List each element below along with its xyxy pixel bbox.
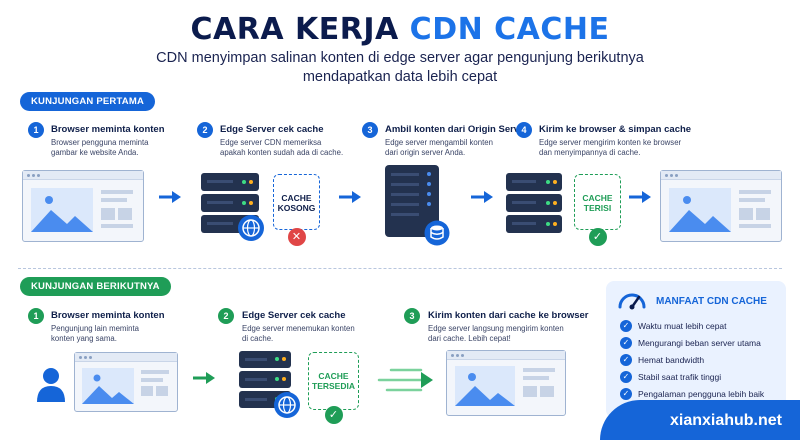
benefit-item: Hemat bandwidth	[638, 355, 705, 365]
browser-window-icon	[446, 350, 566, 416]
image-placeholder-icon	[82, 368, 169, 404]
step-desc: Edge server mengirim konten ke browser d…	[539, 138, 682, 157]
step-number: 1	[28, 308, 44, 324]
footer-site-link[interactable]: xianxiahub.net	[669, 412, 782, 429]
check-icon: ✓	[620, 320, 632, 332]
step-title: Kirim konten dari cache ke browser	[428, 310, 589, 321]
x-icon: ✕	[287, 228, 306, 246]
step-number: 2	[218, 308, 234, 324]
globe-icon	[238, 215, 264, 241]
benefits-panel	[606, 281, 786, 418]
cache-status-badge-available: CACHE TERSEDIA ✓	[308, 352, 359, 424]
badge-text: CACHE TERSEDIA	[312, 371, 355, 391]
image-placeholder-icon	[31, 188, 133, 232]
section-label-next-visit: KUNJUNGAN BERIKUTNYA	[20, 277, 171, 296]
step-number: 3	[404, 308, 420, 324]
server-stack-icon	[239, 351, 291, 408]
check-icon: ✓	[324, 406, 343, 424]
database-icon	[424, 220, 450, 246]
section-label-first-visit: KUNJUNGAN PERTAMA	[20, 92, 156, 111]
browser-window-icon	[22, 170, 144, 242]
benefit-item: Mengurangi beban server utama	[638, 338, 761, 348]
user-icon	[37, 368, 65, 402]
fast-transfer-icon	[377, 368, 433, 392]
benefit-item: Stabil saat trafik tinggi	[638, 372, 722, 382]
arrow-right-icon	[339, 191, 361, 203]
page-title: CARA KERJA CDN CACHE	[0, 12, 800, 47]
step-title: Ambil konten dari Origin Server	[385, 124, 529, 135]
step-number: 2	[197, 122, 213, 138]
benefits-title: MANFAAT CDN CACHE	[656, 296, 767, 307]
server-stack-icon	[506, 173, 562, 233]
arrow-right-icon	[193, 372, 215, 384]
image-placeholder-icon	[669, 188, 771, 232]
arrow-right-icon	[159, 191, 181, 203]
subtitle-line-1: CDN menyimpan salinan konten di edge ser…	[156, 50, 644, 66]
benefit-item: Pengalaman pengguna lebih baik	[638, 389, 765, 399]
title-main: CARA KERJA	[190, 12, 410, 47]
step-number: 1	[28, 122, 44, 138]
badge-text: CACHE KOSONG	[277, 193, 316, 213]
benefit-item: Waktu muat lebih cepat	[638, 321, 727, 331]
check-icon: ✓	[620, 388, 632, 400]
step-title: Browser meminta konten	[51, 310, 165, 321]
check-icon: ✓	[620, 337, 632, 349]
check-icon: ✓	[620, 354, 632, 366]
globe-icon	[274, 392, 300, 418]
image-placeholder-icon	[455, 366, 555, 406]
check-icon: ✓	[620, 371, 632, 383]
footer-banner	[600, 400, 800, 440]
step-number: 3	[362, 122, 378, 138]
step-desc: Edge server CDN memeriksa apakah konten …	[220, 138, 344, 157]
cache-status-badge-filled: CACHE TERISI ✓	[574, 174, 621, 246]
step-desc: Browser pengguna meminta gambar ke websi…	[51, 138, 149, 157]
step-title: Edge Server cek cache	[242, 310, 346, 321]
step-title: Edge Server cek cache	[220, 124, 324, 135]
check-icon: ✓	[588, 228, 607, 246]
step-desc: Edge server menemukan konten di cache.	[242, 324, 355, 343]
step-title: Kirim ke browser & simpan cache	[539, 124, 692, 135]
arrow-right-icon	[629, 191, 651, 203]
step-desc: Edge server mengambil konten dari origin…	[385, 138, 493, 157]
speed-gauge-icon	[618, 293, 646, 310]
step-desc: Pengunjung lain meminta konten yang sama…	[51, 324, 139, 343]
title-accent: CDN CACHE	[409, 12, 610, 47]
browser-window-icon	[74, 352, 178, 412]
step-desc: Edge server langsung mengirim konten dar…	[428, 324, 564, 343]
origin-server-icon	[385, 165, 439, 237]
cache-status-badge-empty: CACHE KOSONG ✕	[273, 174, 320, 246]
subtitle-line-2: mendapatkan data lebih cepat	[302, 69, 498, 85]
arrow-right-icon	[471, 191, 493, 203]
badge-text: CACHE TERISI	[582, 193, 613, 213]
section-divider	[18, 268, 782, 269]
step-number: 4	[516, 122, 532, 138]
step-title: Browser meminta konten	[51, 124, 165, 135]
browser-window-icon	[660, 170, 782, 242]
